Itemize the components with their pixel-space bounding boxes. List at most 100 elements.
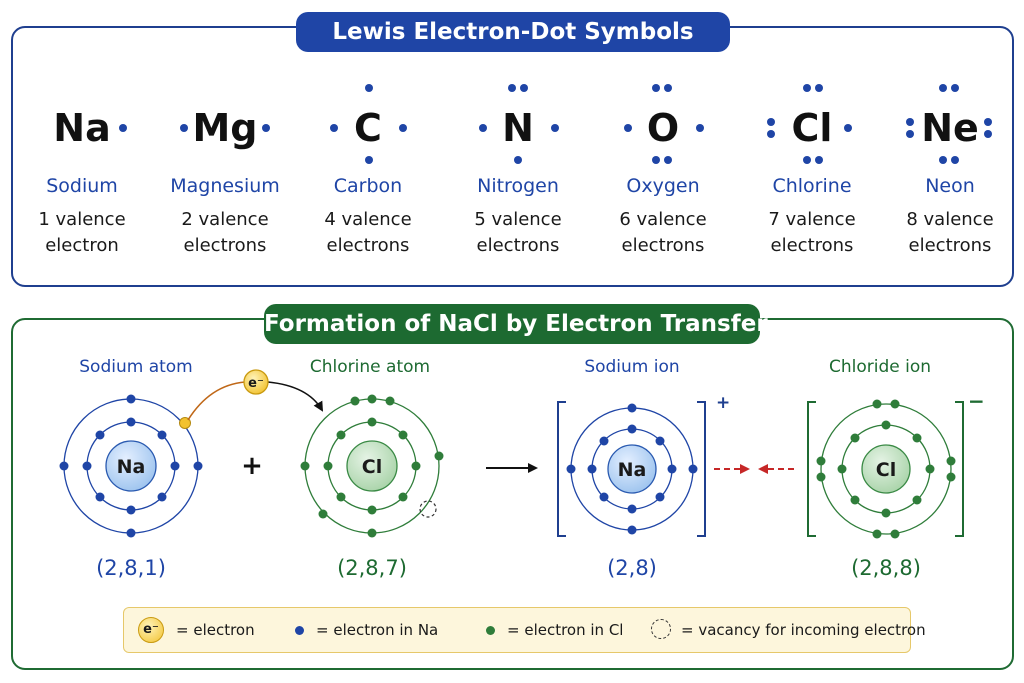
valence-electron-dot: [479, 124, 487, 132]
element-name: Sodium: [46, 175, 118, 197]
chloride-ion-config: (2,8,8): [851, 556, 921, 580]
plus-sign: +: [241, 451, 263, 481]
valence-electron-dot: [330, 124, 338, 132]
element-name: Oxygen: [626, 175, 700, 197]
chlorine-ion-nucleus: [861, 444, 911, 494]
element-symbol: Ne: [921, 106, 979, 150]
chlorine-atom-config: (2,8,7): [337, 556, 407, 580]
outgoing-electron: [179, 417, 191, 429]
valence-electron-dot: [508, 84, 516, 92]
element-symbol: Na: [53, 106, 111, 150]
left-bracket: [557, 401, 566, 537]
element-name: Chlorine: [772, 175, 852, 197]
legend-electron-na: = electron in Na: [316, 621, 439, 639]
element-name: Carbon: [333, 175, 403, 197]
chloride-ion: [807, 399, 964, 539]
chloride-ion-charge: −: [968, 389, 985, 413]
vacancy-legend-icon: [651, 619, 671, 639]
valence-electron-dot: [767, 118, 775, 126]
valence-electron-dot: [399, 124, 407, 132]
transfer-path: [187, 381, 246, 421]
valence-electron-dot: [767, 130, 775, 138]
valence-electron-dot: [939, 156, 947, 164]
element-symbol: O: [646, 106, 680, 150]
element-name: Neon: [925, 175, 975, 197]
element-symbol: Mg: [192, 106, 258, 150]
element-symbol: C: [354, 106, 382, 150]
right-bracket: [697, 401, 706, 537]
sodium-nucleus: [105, 440, 157, 492]
valence-electron-dot: [652, 156, 660, 164]
valence-electron-dot: [652, 84, 660, 92]
sodium-electrons: [59, 394, 203, 538]
sodium-ion-config: (2,8): [607, 556, 657, 580]
vacancy-marker: [419, 500, 437, 518]
transfer-electron-icon: [243, 369, 269, 395]
sodium-ion: [557, 401, 706, 537]
sodium-ion-charge: +: [716, 393, 730, 413]
lewis-title: Lewis Electron-Dot Symbols: [296, 12, 730, 52]
na-electron-legend-icon: [295, 626, 304, 635]
chlorine-atom-symbol: Cl: [362, 456, 382, 478]
sodium-atom-symbol: Na: [117, 456, 146, 478]
chlorine-atom: [300, 394, 444, 538]
sodium-ion-symbol: Na: [618, 459, 647, 481]
legend-vacancy: = vacancy for incoming electron: [681, 621, 926, 639]
valence-electron-dot: [664, 156, 672, 164]
right-bracket: [955, 401, 964, 537]
valence-electron-dot: [815, 156, 823, 164]
valence-electron-dot: [803, 156, 811, 164]
legend-electron-cl: = electron in Cl: [507, 621, 624, 639]
legend-electron: = electron: [176, 621, 255, 639]
valence-electron-dot: [906, 130, 914, 138]
valence-electron-dot: [984, 118, 992, 126]
valence-electron-dot: [551, 124, 559, 132]
chloride-ion-symbol: Cl: [876, 459, 896, 481]
element-name: Nitrogen: [477, 175, 559, 197]
chloride-ion-label: Chloride ion: [828, 357, 932, 377]
transfer-arrow: [267, 381, 324, 412]
valence-electron-dot: [624, 124, 632, 132]
valence-electron-dot: [803, 84, 811, 92]
element-symbol: Cl: [791, 106, 833, 150]
nacl-title: Formation of NaCl by Electron Transfer: [264, 304, 768, 344]
valence-electron-dot: [696, 124, 704, 132]
chlorine-nucleus: [346, 440, 398, 492]
valence-electron-dot: [365, 84, 373, 92]
valence-electron-dot: [520, 84, 528, 92]
valence-electron-dot: [984, 130, 992, 138]
sodium-ion-nucleus: [607, 444, 657, 494]
valence-electron-dot: [906, 118, 914, 126]
element-name: Magnesium: [170, 175, 280, 197]
valence-electron-dot: [815, 84, 823, 92]
valence-electron-dot: [262, 124, 270, 132]
valence-electron-dot: [844, 124, 852, 132]
chlorine-atom-label: Chlorine atom: [309, 357, 431, 377]
left-bracket: [807, 401, 816, 537]
electron-legend-icon: e⁻: [138, 617, 164, 643]
valence-electron-dot: [514, 156, 522, 164]
shell-3: [820, 403, 952, 535]
valence-electron-dot: [939, 84, 947, 92]
transfer-electron-label: e⁻: [248, 376, 264, 391]
valence-electron-dot: [951, 84, 959, 92]
chloride-ion-electrons: [816, 399, 956, 539]
element-symbol: N: [502, 106, 534, 150]
sodium-ion-electrons: [566, 403, 698, 535]
sodium-ion-label: Sodium ion: [584, 357, 680, 377]
sodium-atom: [59, 394, 203, 538]
valence-electron-dot: [951, 156, 959, 164]
legend: e⁻ = electron = electron in Na = electro…: [123, 607, 926, 653]
sodium-atom-label: Sodium atom: [79, 357, 193, 377]
